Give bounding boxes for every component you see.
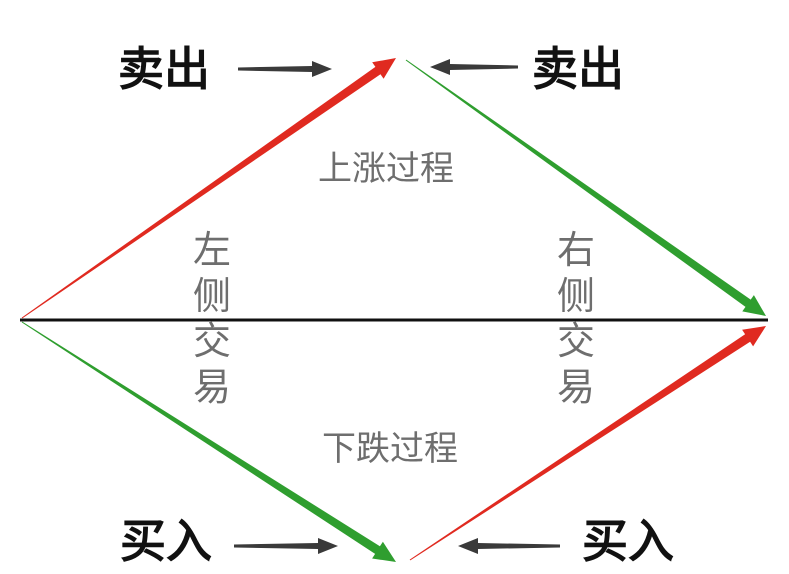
pointer-arrow-top-right: [430, 59, 518, 75]
pointer-shape: [238, 61, 332, 77]
arrow-right-fall: [405, 59, 766, 316]
left-side-trading-label: 左侧交易: [192, 228, 231, 409]
pointer-shape: [458, 538, 560, 554]
pointer-arrow-bottom-right: [458, 538, 560, 554]
arrow-left-rise: [21, 58, 396, 319]
pointer-arrow-top-left: [238, 61, 332, 77]
sell-label-left: 卖出: [118, 42, 210, 96]
pointer-shape: [234, 538, 338, 554]
rising-process-label: 上涨过程: [318, 149, 454, 189]
pointer-shape: [430, 59, 518, 75]
buy-label-right: 买入: [582, 514, 674, 568]
arrow-shape: [21, 321, 396, 562]
pointer-arrow-bottom-left: [234, 538, 338, 554]
arrow-left-fall: [21, 321, 396, 562]
arrow-shape: [409, 326, 766, 561]
arrow-shape: [21, 58, 396, 319]
right-side-trading-label: 右侧交易: [556, 228, 595, 409]
arrow-shape: [405, 59, 766, 316]
falling-process-label: 下跌过程: [322, 429, 458, 469]
buy-label-left: 买入: [120, 514, 212, 568]
arrow-right-rise: [409, 326, 766, 561]
sell-label-right: 卖出: [532, 42, 624, 96]
